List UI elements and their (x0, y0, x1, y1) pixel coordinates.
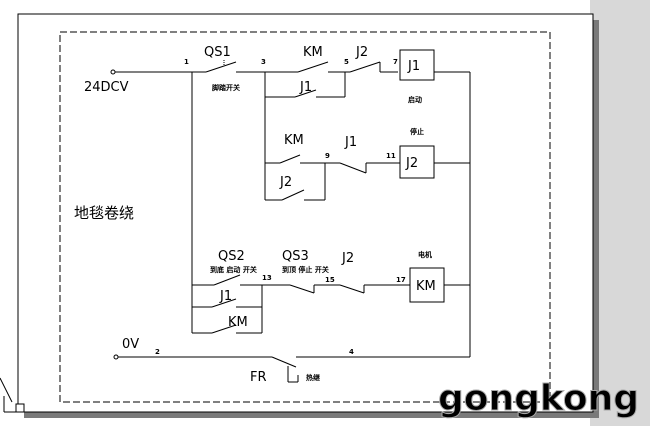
coil-j2-desc: 停止 (410, 127, 424, 136)
qs1-desc: 脚踏开关 (211, 83, 240, 92)
node-17: 17 (396, 276, 406, 284)
node-2: 2 (155, 348, 160, 356)
motor-desc: 电机 (418, 250, 432, 259)
coil-j2-label: J2 (405, 156, 418, 171)
node-11: 11 (386, 152, 396, 160)
drawing-border (59, 31, 551, 403)
node-3: 3 (261, 58, 266, 66)
ucs-box (15, 403, 25, 413)
qs2-desc: 到底 启动 开关 (210, 265, 257, 274)
qs3-label: QS3 (282, 249, 309, 264)
node-4: 4 (349, 348, 354, 356)
terminal-24v (110, 69, 116, 75)
node-5: 5 (344, 58, 349, 66)
note-label: 地毯卷绕 (74, 204, 134, 222)
node-15: 15 (325, 276, 335, 284)
j2-b-label: J2 (279, 175, 292, 190)
node-7: 7 (393, 58, 398, 66)
wiring (113, 71, 471, 358)
supply-0v-label: 0V (122, 337, 139, 352)
watermark: gongkong (438, 378, 639, 419)
km-b-label: KM (284, 133, 304, 148)
j1-a-label: J1 (299, 80, 312, 95)
paper-sheet (17, 13, 594, 413)
window-edge (590, 0, 650, 426)
node-13: 13 (262, 274, 272, 282)
supply-24v-label: 24DCV (84, 80, 129, 95)
coil-j1-label: J1 (407, 59, 420, 74)
km-a-label: KM (303, 45, 323, 60)
coil-j2 (399, 145, 435, 179)
qs2-label: QS2 (218, 249, 245, 264)
motor-label: KM (416, 279, 436, 294)
node-9: 9 (325, 152, 330, 160)
j2-c-label: J2 (341, 251, 354, 266)
contacts (205, 60, 386, 383)
j1-c-label: J1 (219, 289, 232, 304)
coil-j1-desc: 启动 (408, 95, 422, 104)
qs1-label: QS1 (204, 45, 231, 60)
motor-contactor-km (409, 267, 445, 303)
node-1: 1 (184, 58, 189, 66)
km-c-label: KM (228, 315, 248, 330)
coil-j1 (399, 49, 435, 81)
qs3-desc: 到顶 停止 开关 (282, 265, 329, 274)
fr-label: FR (250, 370, 267, 385)
j1-b-label: J1 (344, 135, 357, 150)
terminal-0v (113, 354, 119, 360)
j2-a-label: J2 (355, 45, 368, 60)
fr-desc: 热继 (306, 373, 320, 382)
